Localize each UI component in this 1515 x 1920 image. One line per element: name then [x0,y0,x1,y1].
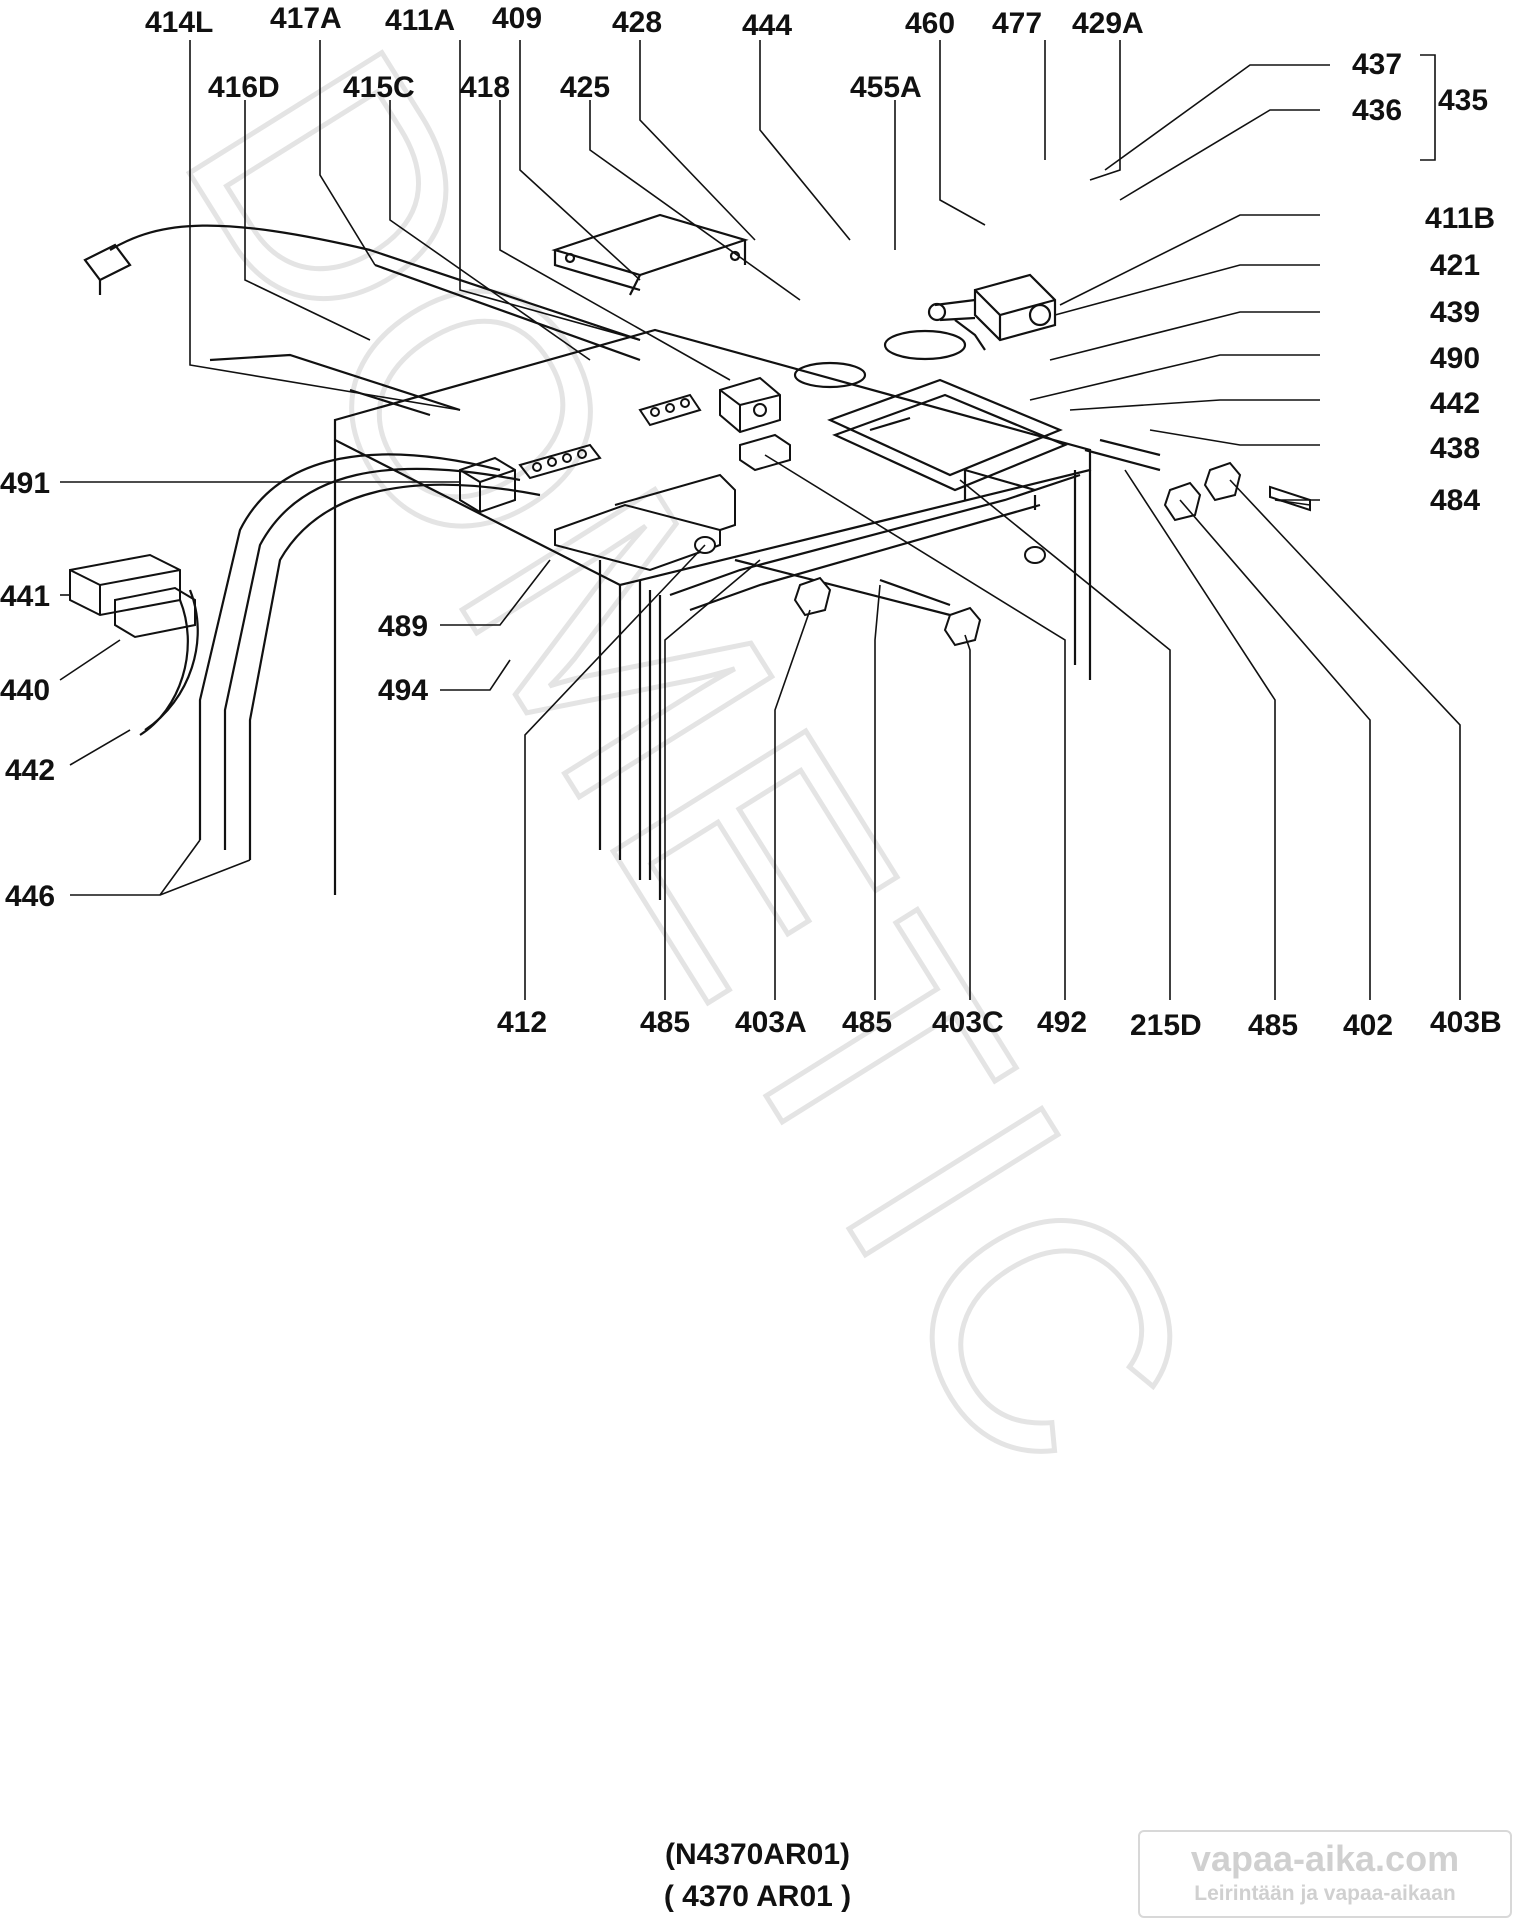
part-label: 485 [640,1006,690,1039]
part-label: 484 [1430,484,1480,517]
part-label: 411A [385,4,455,37]
part-label: 440 [0,674,50,707]
part-label: 428 [612,6,662,39]
part-label: 437 [1352,48,1402,81]
part-label: 403C [932,1006,1004,1039]
part-label: 435 [1438,84,1488,117]
part-label: 403A [735,1006,807,1039]
part-label: 417A [270,2,342,35]
part-label: 441 [0,580,50,613]
drawing-code-line1: (N4370AR01) [664,1838,851,1871]
leader-lines [59,40,1461,1000]
part-label: 444 [742,9,792,42]
drawing-code-line2: ( 4370 AR01 ) [663,1880,852,1913]
part-label: 485 [842,1006,892,1039]
part-label: 414L [145,6,213,39]
site-watermark-subtitle: Leirintään ja vapaa-aikaan [1194,1882,1456,1905]
part-label: 215D [1130,1009,1202,1042]
part-label: 411B [1425,202,1495,235]
part-label: 442 [1430,387,1480,420]
part-label: 403B [1430,1006,1502,1039]
cabinet-frame [333,328,1092,900]
part-label: 477 [992,7,1042,40]
cables-and-tubes [83,224,1161,860]
part-label: 485 [1248,1009,1298,1042]
part-label: 494 [378,674,428,707]
part-label: 455A [850,71,922,104]
part-label: 442 [5,754,55,787]
part-label: 418 [460,71,510,104]
gas-valve-assembly [793,273,1057,389]
part-label: 425 [560,71,610,104]
part-label: 489 [378,610,428,643]
part-label: 412 [497,1006,547,1039]
part-label: 446 [5,880,55,913]
part-label: 460 [905,7,955,40]
part-label: 416D [208,71,280,104]
part-label: 429A [1072,7,1144,40]
part-label: 436 [1352,94,1402,127]
part-label: 439 [1430,296,1480,329]
dometic-watermark: DOMETIC [116,0,1272,1537]
part-label: 492 [1037,1006,1087,1039]
part-label: 409 [492,2,542,35]
part-label: 402 [1343,1009,1393,1042]
part-labels: 414L 417A 411A 409 428 444 460 477 429A … [0,2,1502,1042]
site-watermark: vapaa-aika.com Leirintään ja vapaa-aikaa… [1138,1830,1512,1918]
site-watermark-title: vapaa-aika.com [1190,1838,1460,1879]
part-label: 490 [1430,342,1480,375]
part-label: 421 [1430,249,1480,282]
part-label: 491 [0,467,50,500]
part-label: 415C [343,71,415,104]
part-label: 438 [1430,432,1480,465]
